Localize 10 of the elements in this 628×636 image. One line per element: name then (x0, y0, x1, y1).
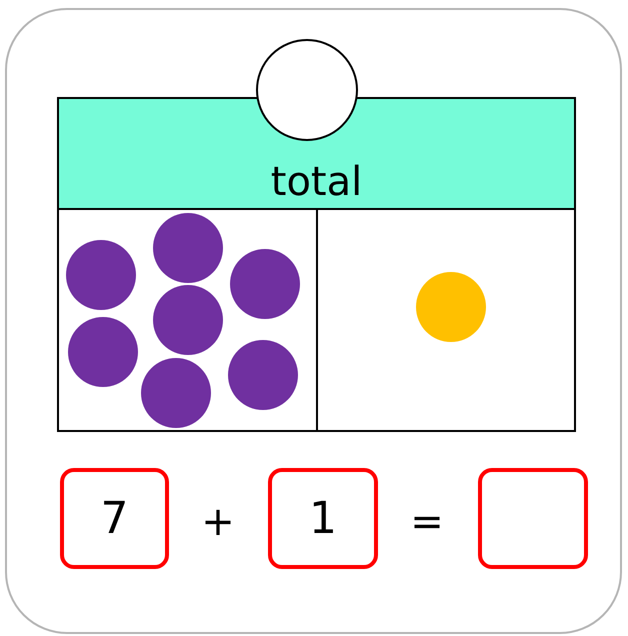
number: 7 (100, 496, 128, 540)
number-box (268, 468, 378, 569)
part-box (316, 208, 576, 432)
operator-sign: + (201, 502, 235, 542)
number: 1 (309, 496, 337, 540)
whole-bar (57, 97, 576, 210)
bar-label: total (270, 162, 362, 202)
operator-sign: = (410, 502, 444, 542)
answer-box (478, 468, 588, 569)
number-box (60, 468, 169, 569)
